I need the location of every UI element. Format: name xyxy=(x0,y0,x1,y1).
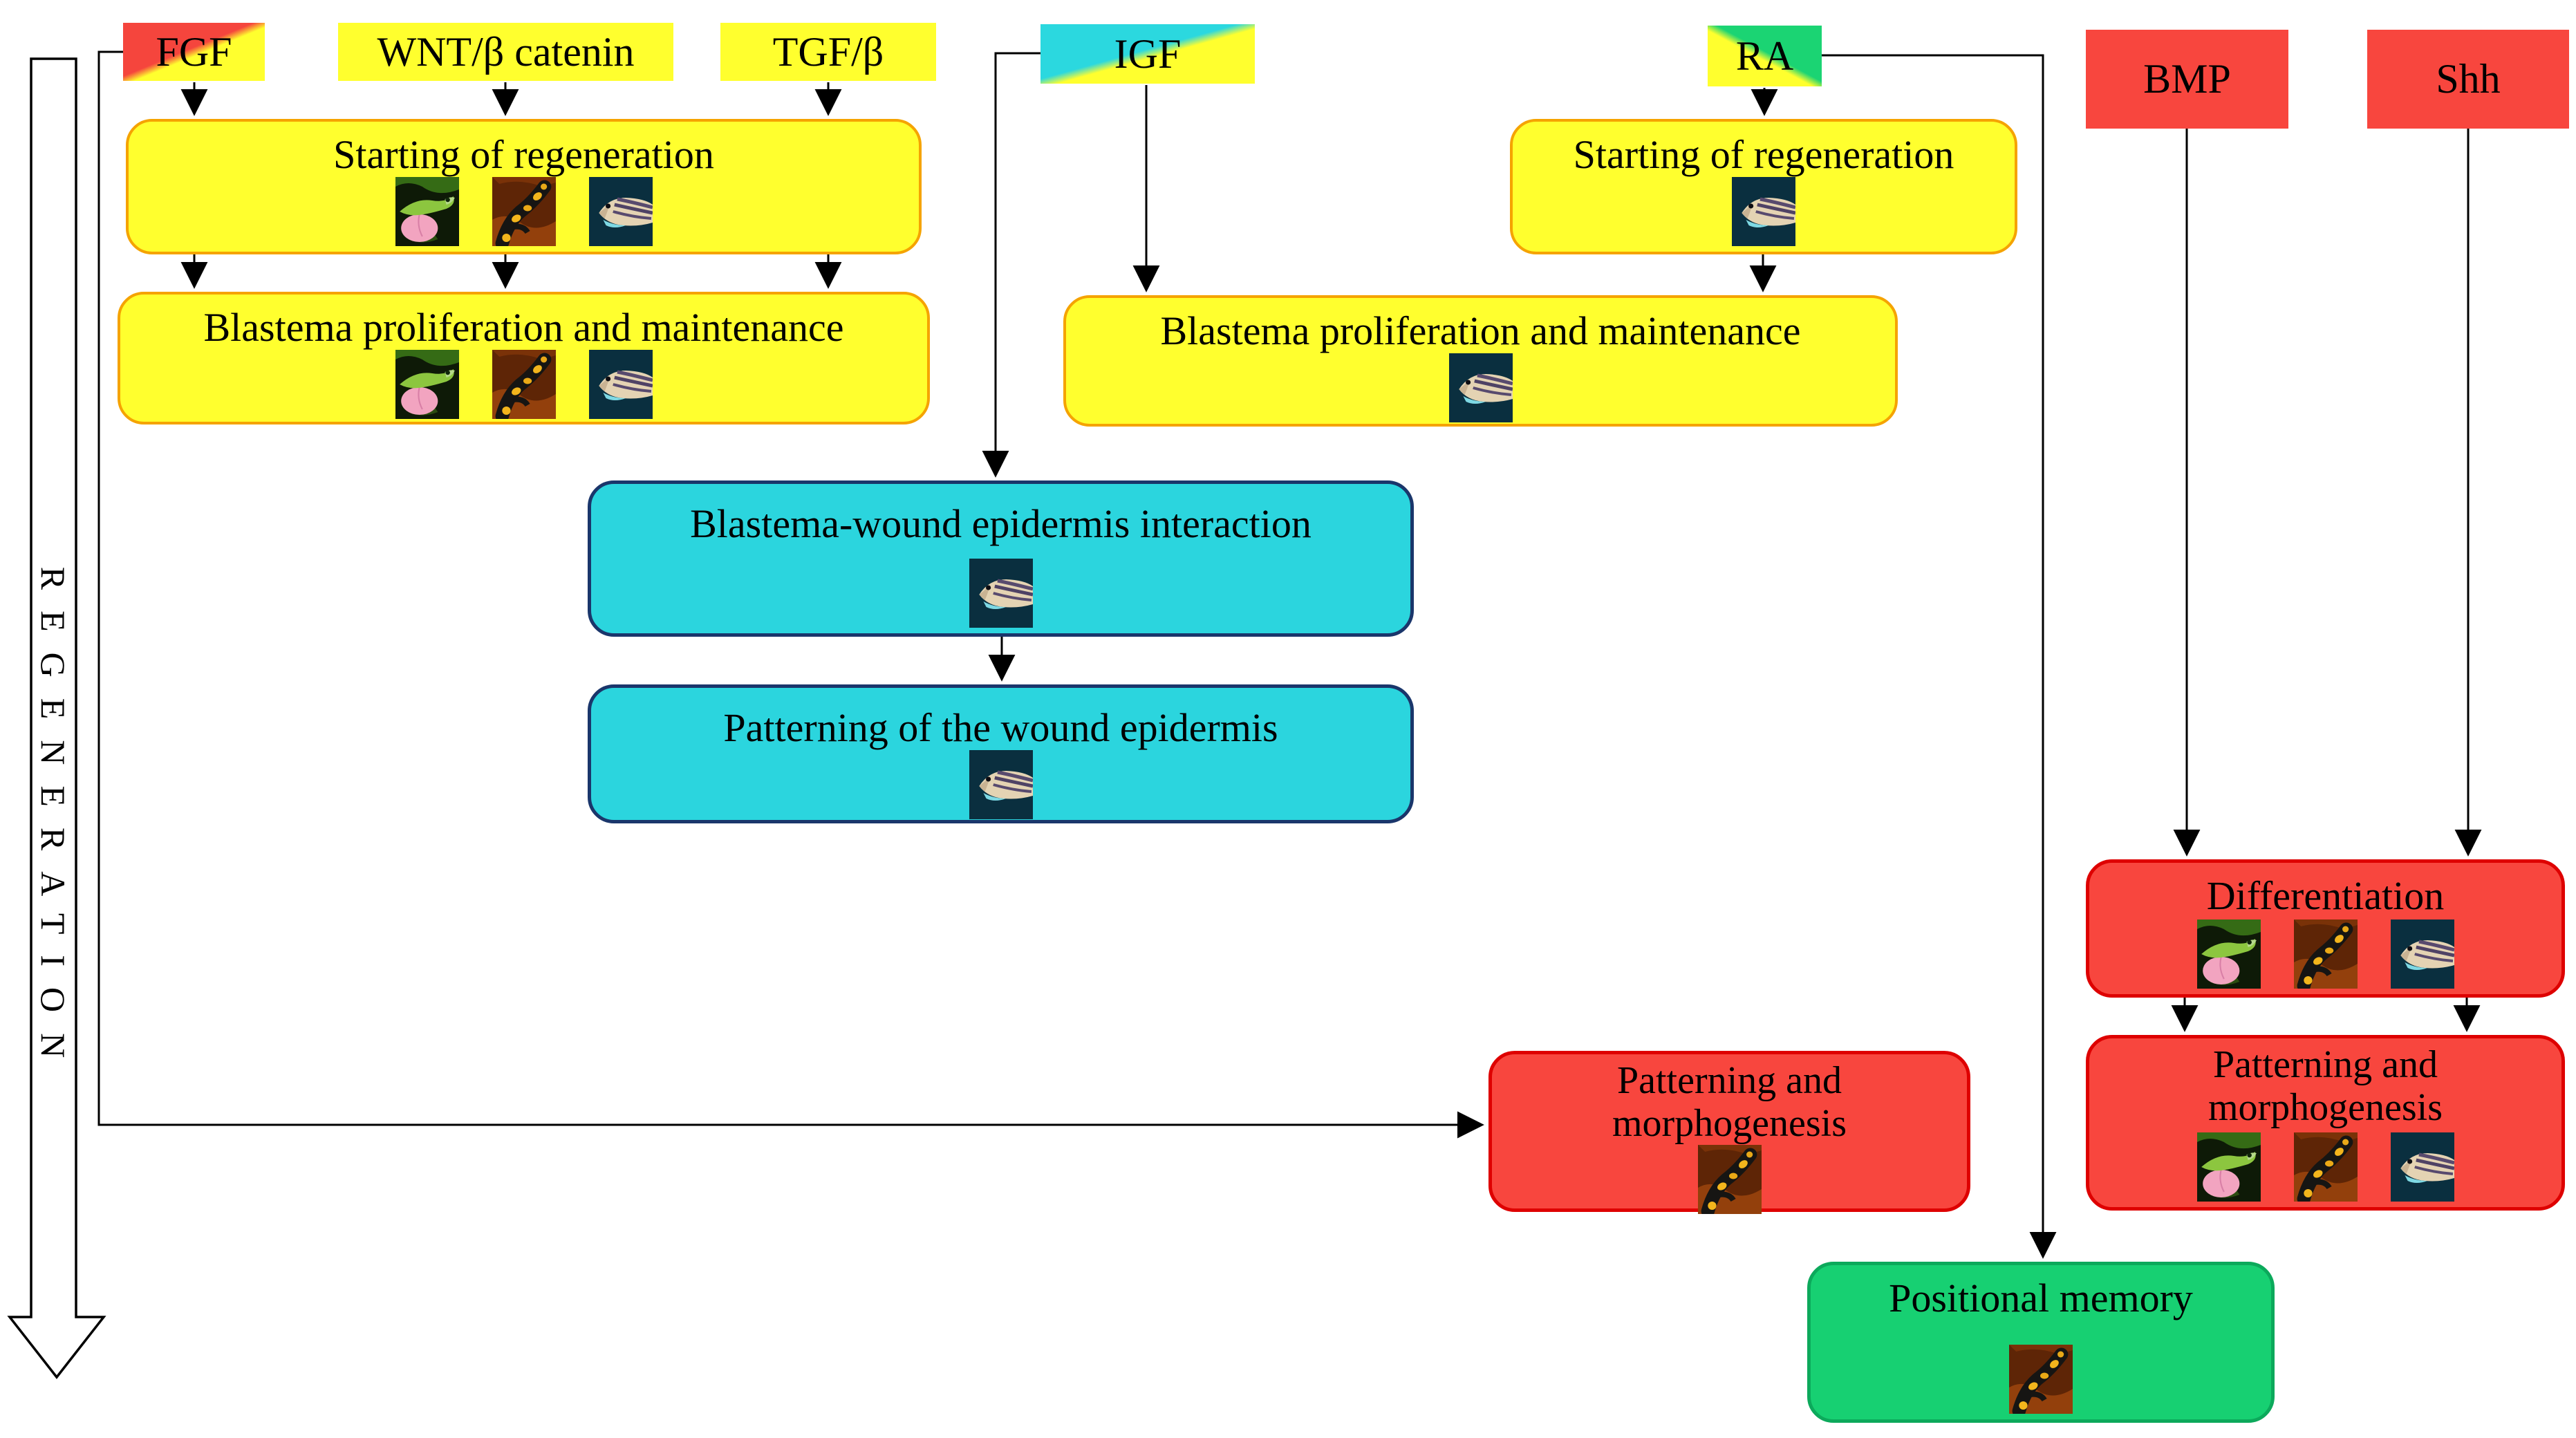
fire-salamander-image xyxy=(2293,919,2358,989)
animal-row xyxy=(2196,919,2454,989)
animal-row xyxy=(2196,1132,2454,1202)
box-text: Blastema proliferation and maintenance xyxy=(1160,308,1801,353)
label-fgf: FGF xyxy=(123,23,265,81)
regeneration-axis-label: REGENERATION xyxy=(34,566,73,1079)
box-positional-memory: Positional memory xyxy=(1807,1262,2275,1423)
box-starting-of-regeneration-right: Starting of regeneration xyxy=(1510,119,2017,254)
box-text: Blastema proliferation and maintenance xyxy=(203,305,844,350)
box-text: Differentiation xyxy=(2206,873,2445,918)
animal-row xyxy=(1697,1145,1762,1215)
zebrafish-image xyxy=(969,559,1033,628)
anole-image xyxy=(2196,919,2261,989)
fire-salamander-image xyxy=(492,349,556,419)
fire-salamander-image xyxy=(2293,1132,2358,1202)
arrow-igf-to-epidermis-interaction xyxy=(982,52,1040,478)
arrow-fgf-to-patterning-left xyxy=(97,50,1484,1139)
zebrafish-image xyxy=(588,349,653,419)
fire-salamander-image xyxy=(1697,1145,1762,1215)
box-differentiation: Differentiation xyxy=(2086,859,2565,998)
anole-image xyxy=(395,177,459,246)
fire-salamander-image xyxy=(492,177,556,246)
fire-salamander-image xyxy=(2009,1345,2073,1414)
anole-image xyxy=(2196,1132,2261,1202)
box-blastema-proliferation-right: Blastema proliferation and maintenance xyxy=(1063,295,1898,427)
box-text: Starting of regeneration xyxy=(1573,132,1954,177)
label-igf: IGF xyxy=(1040,24,1255,84)
animal-row xyxy=(395,177,653,246)
zebrafish-image xyxy=(2390,919,2454,989)
zebrafish-image xyxy=(2390,1132,2454,1202)
label-ra: RA xyxy=(1708,26,1822,86)
box-text: Blastema-wound epidermis interaction xyxy=(690,501,1312,546)
zebrafish-image xyxy=(1448,353,1513,422)
box-blastema-proliferation-left: Blastema proliferation and maintenance xyxy=(118,292,930,424)
box-text: Patterning and morphogenesis xyxy=(1612,1059,1847,1145)
box-blastema-wound-epidermis-interaction: Blastema-wound epidermis interaction xyxy=(588,480,1414,637)
anole-image xyxy=(395,349,459,419)
animal-row xyxy=(395,349,653,419)
animal-row xyxy=(1448,353,1513,422)
regeneration-axis-arrow xyxy=(7,57,106,1379)
box-patterning-of-wound-epidermis: Patterning of the wound epidermis xyxy=(588,684,1414,823)
label-bmp: BMP xyxy=(2086,30,2288,129)
zebrafish-image xyxy=(1732,177,1795,246)
box-patterning-morphogenesis-right: Patterning and morphogenesis xyxy=(2086,1035,2565,1211)
box-text: Patterning of the wound epidermis xyxy=(723,705,1278,750)
label-wnt-beta-catenin: WNT/β catenin xyxy=(338,23,673,81)
zebrafish-image xyxy=(969,749,1033,819)
arrow-ra-to-positional-memory xyxy=(1822,54,2057,1259)
animal-row xyxy=(2009,1345,2073,1414)
animal-row xyxy=(969,559,1033,628)
label-shh: Shh xyxy=(2367,30,2569,129)
box-text: Patterning and morphogenesis xyxy=(2208,1043,2443,1129)
label-tgf-beta: TGF/β xyxy=(720,23,936,81)
box-text: Positional memory xyxy=(1889,1276,2193,1320)
box-patterning-morphogenesis-left: Patterning and morphogenesis xyxy=(1488,1051,1970,1215)
zebrafish-image xyxy=(588,177,653,246)
animal-row xyxy=(969,749,1033,819)
box-starting-of-regeneration-left: Starting of regeneration xyxy=(126,119,922,254)
animal-row xyxy=(1732,177,1795,246)
box-text: Starting of regeneration xyxy=(333,132,714,177)
